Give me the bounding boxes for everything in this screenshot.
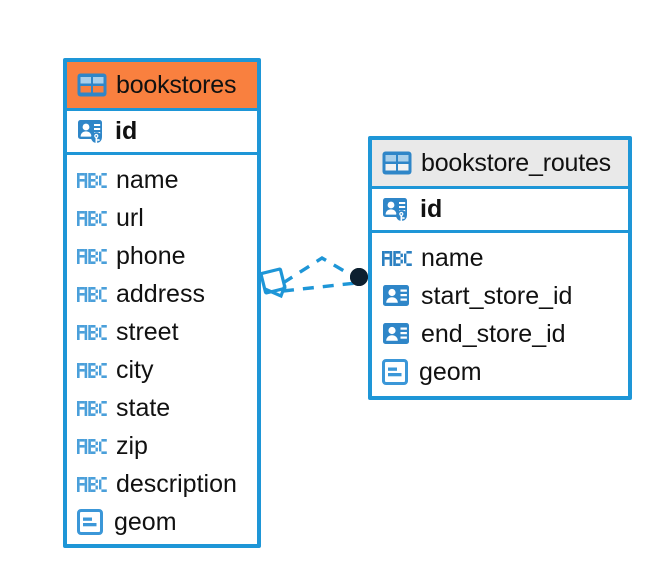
field-row-primary-key[interactable]: id [372, 186, 628, 233]
abc-text-icon [77, 400, 107, 417]
abc-text-icon [77, 362, 107, 379]
geometry-icon [77, 509, 105, 535]
field-label: geom [419, 357, 482, 386]
abc-text-icon [77, 210, 107, 227]
field-row-phone[interactable]: phone [77, 237, 247, 275]
entity-table-bookstore-routes[interactable]: bookstore_routes [368, 136, 632, 400]
relationship-line-lower [282, 281, 357, 293]
field-label: address [116, 279, 205, 308]
abc-text-icon [77, 438, 107, 455]
entity-name-label: bookstores [116, 70, 237, 99]
field-label: description [116, 469, 237, 498]
table-icon [77, 73, 107, 97]
primary-key-label: id [115, 117, 138, 145]
relationship-line-upper [282, 256, 357, 285]
abc-text-icon [77, 324, 107, 341]
filled-circle-marker [350, 268, 368, 286]
table-icon [382, 151, 412, 175]
primary-key-icon [77, 117, 107, 147]
field-row-geom[interactable]: geom [77, 503, 247, 541]
foreign-key-icon [382, 319, 412, 349]
field-label: state [116, 393, 171, 422]
abc-text-icon [382, 250, 412, 267]
field-row-description[interactable]: description [77, 465, 247, 503]
diamond-marker [259, 267, 287, 299]
field-row-name[interactable]: name [382, 239, 618, 277]
field-row-name[interactable]: name [77, 161, 247, 199]
field-list-bookstores: name u [67, 155, 257, 545]
field-row-primary-key[interactable]: id [67, 108, 257, 155]
primary-key-label: id [420, 195, 443, 223]
filled-circle-marker-fill [350, 268, 368, 286]
field-row-street[interactable]: street [77, 313, 247, 351]
field-row-end-store-id[interactable]: end_store_id [382, 315, 618, 353]
entity-table-bookstores[interactable]: bookstores [63, 58, 261, 548]
abc-text-icon [77, 172, 107, 189]
field-label: end_store_id [421, 319, 566, 348]
field-row-zip[interactable]: zip [77, 427, 247, 465]
foreign-key-icon [382, 281, 412, 311]
field-label: zip [116, 431, 148, 460]
field-label: city [116, 355, 154, 384]
field-row-address[interactable]: address [77, 275, 247, 313]
field-list-bookstore-routes: name start_store_id [372, 233, 628, 395]
field-row-url[interactable]: url [77, 199, 247, 237]
abc-text-icon [77, 286, 107, 303]
abc-text-icon [77, 248, 107, 265]
entity-name-label: bookstore_routes [421, 148, 611, 177]
field-label: geom [114, 507, 177, 536]
field-row-city[interactable]: city [77, 351, 247, 389]
field-row-start-store-id[interactable]: start_store_id [382, 277, 618, 315]
field-label: url [116, 203, 144, 232]
primary-key-icon [382, 195, 412, 225]
field-row-geom[interactable]: geom [382, 353, 618, 391]
entity-header-bookstore-routes[interactable]: bookstore_routes [372, 140, 628, 186]
abc-text-icon [77, 476, 107, 493]
field-label: start_store_id [421, 281, 573, 310]
geometry-icon [382, 359, 410, 385]
entity-header-bookstores[interactable]: bookstores [67, 62, 257, 108]
field-label: name [116, 165, 179, 194]
field-row-state[interactable]: state [77, 389, 247, 427]
field-label: phone [116, 241, 186, 270]
field-label: street [116, 317, 179, 346]
field-label: name [421, 243, 484, 272]
